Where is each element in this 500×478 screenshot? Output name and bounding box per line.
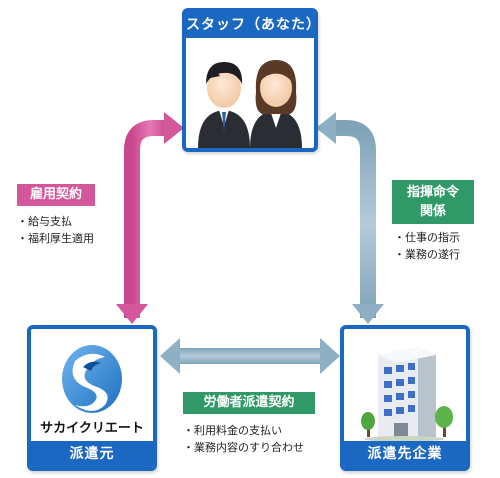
dispatcher-box: サカイクリエート 派遣元 bbox=[27, 325, 157, 471]
command-arrow bbox=[316, 112, 384, 324]
company-logo bbox=[62, 345, 122, 413]
client-box: 派遣先企業 bbox=[340, 325, 470, 471]
logo-text: サカイクリエート bbox=[40, 421, 144, 436]
staff-box: スタッフ（あなた） bbox=[182, 8, 318, 152]
command-items: ・仕事の指示 ・業務の遂行 bbox=[394, 229, 460, 263]
command-item: ・仕事の指示 bbox=[394, 231, 460, 244]
dispatch-contract-tag: 労働者派遣契約 bbox=[183, 392, 315, 414]
dispatcher-label: 派遣元 bbox=[31, 441, 153, 467]
employment-item: ・給与支払 bbox=[17, 215, 72, 228]
command-item: ・業務の遂行 bbox=[394, 248, 460, 261]
command-title-line1: 指揮命令 bbox=[406, 185, 459, 200]
employment-items: ・給与支払 ・福利厚生適用 bbox=[17, 213, 94, 247]
dispatch-arrow bbox=[160, 338, 340, 374]
dispatch-items: ・利用料金の支払い ・業務内容のすり合わせ bbox=[183, 422, 304, 456]
man-figure bbox=[198, 62, 250, 148]
employment-contract-tag: 雇用契約 bbox=[17, 184, 95, 206]
command-title-line2: 関係 bbox=[419, 204, 446, 219]
command-relation-tag: 指揮命令 関係 bbox=[392, 180, 474, 224]
employment-item: ・福利厚生適用 bbox=[17, 232, 94, 245]
employment-arrow bbox=[116, 112, 184, 324]
office-building-illustration bbox=[361, 347, 453, 442]
staff-people-illustration bbox=[198, 60, 302, 148]
dispatch-item: ・業務内容のすり合わせ bbox=[183, 441, 304, 454]
dispatch-item: ・利用料金の支払い bbox=[183, 424, 282, 437]
client-label: 派遣先企業 bbox=[344, 441, 466, 467]
staff-label: スタッフ（あなた） bbox=[186, 12, 314, 38]
woman-figure bbox=[250, 60, 302, 148]
